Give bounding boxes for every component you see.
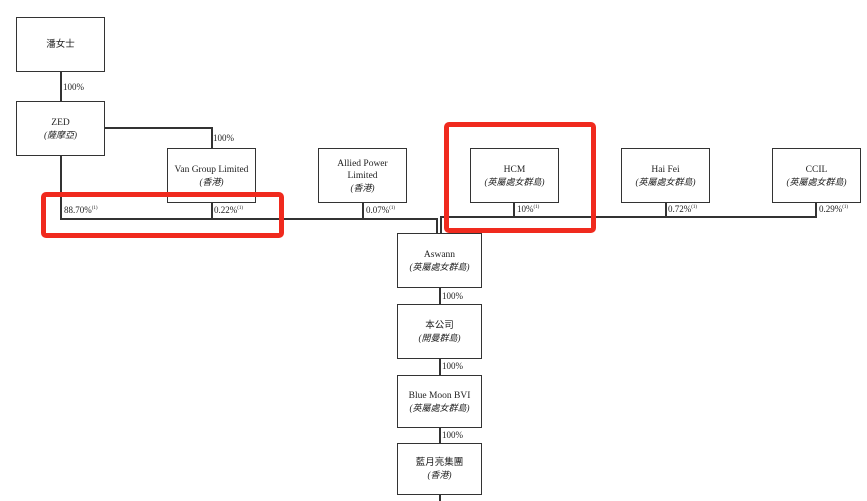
connector [60,155,62,218]
node-jurisdiction: (英屬處女群島) [409,261,470,272]
connector [439,358,441,375]
node-jurisdiction: (英屬處女群島) [635,176,696,187]
node-name: CCIL [805,164,828,175]
node-name: Hai Fei [651,164,680,175]
node-name: HCM [503,164,526,175]
pct-zed-van: 100% [213,133,234,143]
connector [211,127,213,148]
node-ccil: CCIL (英屬處女群島) [772,148,861,203]
note-marker: (1) [691,205,698,210]
note-marker: (1) [389,206,396,211]
node-name: 潘女士 [46,39,75,50]
node-jurisdiction: (香港) [427,470,452,480]
pct-value: 88.70% [64,205,92,215]
node-zed: ZED (薩摩亞) [16,101,105,156]
pct-van-aswann: 0.22%(1) [214,205,243,215]
node-name: 本公司 [425,320,454,331]
node-company: 本公司 (開曼群島) [397,304,482,359]
connector [362,202,364,218]
node-hcm: HCM (英屬處女群島) [470,148,559,203]
note-marker: (1) [533,205,540,210]
pct-value: 10% [517,204,534,214]
node-jurisdiction: (薩摩亞) [44,129,77,140]
connector [665,202,667,217]
connector [439,427,441,443]
pct-company-bluemoon: 100% [442,361,463,371]
pct-value: 0.22% [214,205,238,215]
node-name: Blue Moon BVI [408,390,471,401]
node-blue-moon-bvi: Blue Moon BVI (英屬處女群島) [397,375,482,428]
node-pan: 潘女士 [16,17,105,72]
node-jurisdiction: (香港) [199,176,224,187]
pct-ccil-aswann: 0.29%(1) [819,204,848,214]
node-aswann: Aswann (英屬處女群島) [397,233,482,288]
pct-aswann-company: 100% [442,291,463,301]
node-jurisdiction: (英屬處女群島) [484,176,545,187]
connector [513,202,515,217]
node-blue-moon-group: 藍月亮集團 (香港) [397,443,482,495]
pct-zed-aswann: 88.70%(1) [64,205,98,215]
node-jurisdiction: (香港) [350,182,375,193]
pct-value: 0.72% [668,204,692,214]
pct-allied-aswann: 0.07%(1) [366,205,395,215]
connector [815,202,817,217]
connector [439,287,441,304]
note-marker: (1) [91,206,98,211]
pct-pan-zed: 100% [63,82,84,92]
node-name: ZED [51,117,70,128]
node-jurisdiction: (開曼群島) [418,332,461,343]
highlight-zed-van-stake [41,192,284,238]
connector [104,127,212,129]
node-jurisdiction: (英屬處女群島) [409,402,470,413]
connector [436,218,438,234]
connector [440,216,817,218]
pct-hcm-aswann: 10%(1) [517,204,539,214]
pct-bluemoon-group: 100% [442,430,463,440]
pct-haifei-aswann: 0.72%(1) [668,204,697,214]
pct-value: 0.29% [819,204,843,214]
connector [440,216,442,234]
node-allied-power: Allied Power Limited (香港) [318,148,407,203]
node-name: Van Group Limited [174,164,249,175]
note-marker: (1) [842,205,849,210]
pct-value: 0.07% [366,205,390,215]
connector [439,494,441,501]
node-name: Aswann [423,249,456,260]
node-jurisdiction: (英屬處女群島) [786,176,847,187]
note-marker: (1) [237,206,244,211]
connector [211,202,213,218]
connector [60,218,438,220]
highlight-hcm [444,122,596,233]
node-name: 藍月亮集團 [415,458,464,468]
node-name: Allied Power Limited [337,158,388,181]
node-hai-fei: Hai Fei (英屬處女群島) [621,148,710,203]
connector [60,71,62,101]
